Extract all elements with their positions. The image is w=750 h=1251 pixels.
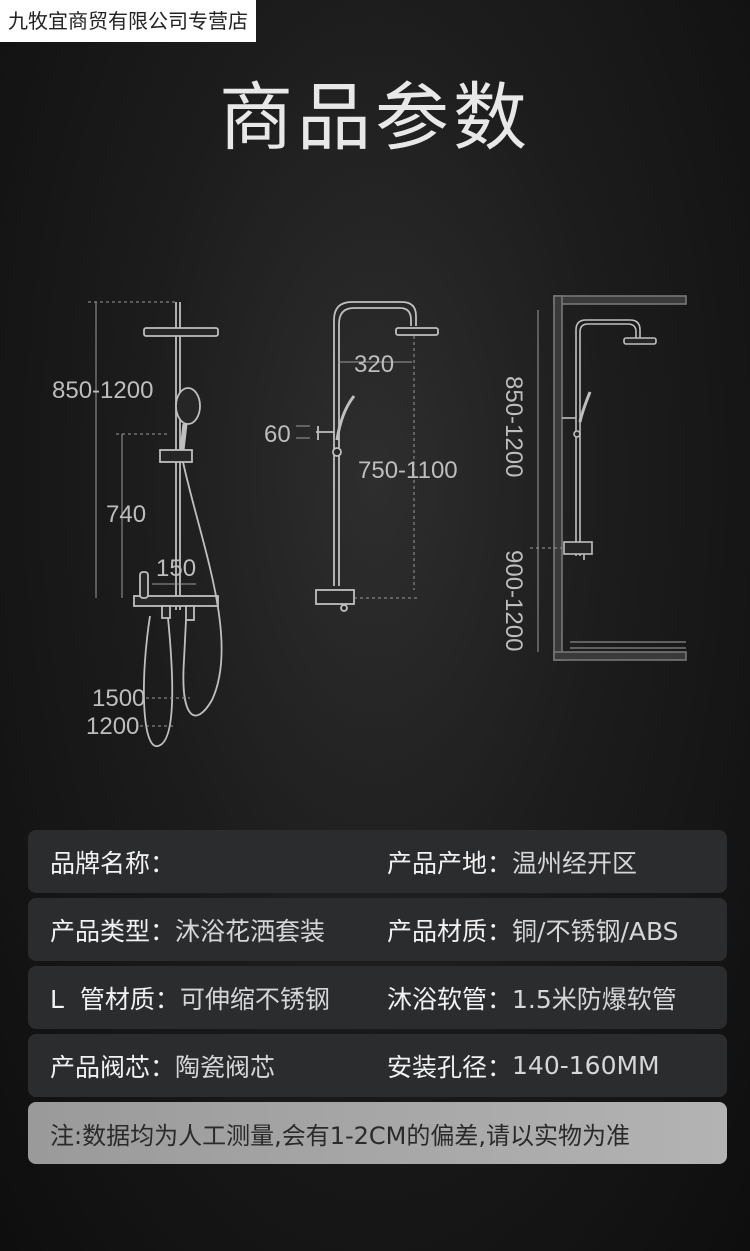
spec-cell-hose: 沐浴软管： 1.5米防爆软管 [365,980,727,1016]
spec-row: 品牌名称： 产品产地： 温州经开区 [28,830,727,893]
spec-label: 产品材质： [387,916,513,946]
spec-value: 温州经开区 [512,848,638,878]
spec-row: 产品类型： 沐浴花洒套装 产品材质： 铜/不锈钢/ABS [28,898,727,961]
dim-left-hose-short: 1200 [86,713,139,740]
spec-cell-hole-size: 安装孔径： 140-160MM [365,1048,727,1084]
spec-cell-pipe-material: L 管材质： 可伸缩不锈钢 [28,980,365,1016]
spec-row: 产品阀芯： 陶瓷阀芯 安装孔径： 140-160MM [28,1034,727,1097]
spec-cell-valve: 产品阀芯： 陶瓷阀芯 [28,1048,365,1084]
dim-left-spout: 150 [156,555,196,582]
spec-cell-material: 产品材质： 铜/不锈钢/ABS [365,912,727,948]
spec-cell-brand: 品牌名称： [28,844,365,880]
store-watermark: 九牧宜商贸有限公司专营店 [0,0,256,42]
spec-cell-type: 产品类型： 沐浴花洒套装 [28,912,365,948]
diagram-shower-set [88,301,223,747]
spec-value: 铜/不锈钢/ABS [512,916,679,946]
spec-cell-origin: 产品产地： 温州经开区 [365,844,727,880]
dim-right-upper: 850-1200 [500,376,527,477]
spec-label: 品牌名称： [50,848,176,878]
spec-value: 140-160MM [512,1051,660,1080]
diagram-side-profile [296,301,439,612]
page-title: 商品参数 [219,75,531,161]
measurement-note: 注:数据均为人工测量,会有1-2CM的偏差,请以实物为准 [28,1102,727,1164]
dim-middle-height: 750-1100 [358,457,458,484]
spec-value: 1.5米防爆软管 [512,984,677,1014]
spec-label: 产品阀芯： [50,1052,176,1082]
spec-label: 产品产地： [387,848,513,878]
dim-left-slide: 740 [106,501,146,528]
spec-label: 沐浴软管： [387,984,513,1014]
spec-value: 可伸缩不锈钢 [179,984,330,1014]
dim-right-lower: 900-1200 [500,550,527,651]
spec-label: 安装孔径： [387,1052,513,1082]
spec-value: 陶瓷阀芯 [175,1052,276,1082]
spec-value: 沐浴花洒套装 [175,916,326,946]
dim-middle-arm: 320 [354,351,394,378]
spec-row: L 管材质： 可伸缩不锈钢 沐浴软管： 1.5米防爆软管 [28,966,727,1029]
dimension-diagrams: 850-1200 740 150 1500 1200 320 60 750-11… [52,295,687,747]
spec-label: 产品类型： [50,916,176,946]
dim-middle-offset: 60 [264,421,291,448]
spec-table: 品牌名称： 产品产地： 温州经开区 产品类型： 沐浴花洒套装 产品材质： 铜/不… [28,830,727,1164]
dim-left-hose-long: 1500 [92,685,145,712]
diagram-wall-install [530,295,687,661]
spec-label: L 管材质： [50,984,180,1014]
dim-left-height: 850-1200 [52,377,153,404]
